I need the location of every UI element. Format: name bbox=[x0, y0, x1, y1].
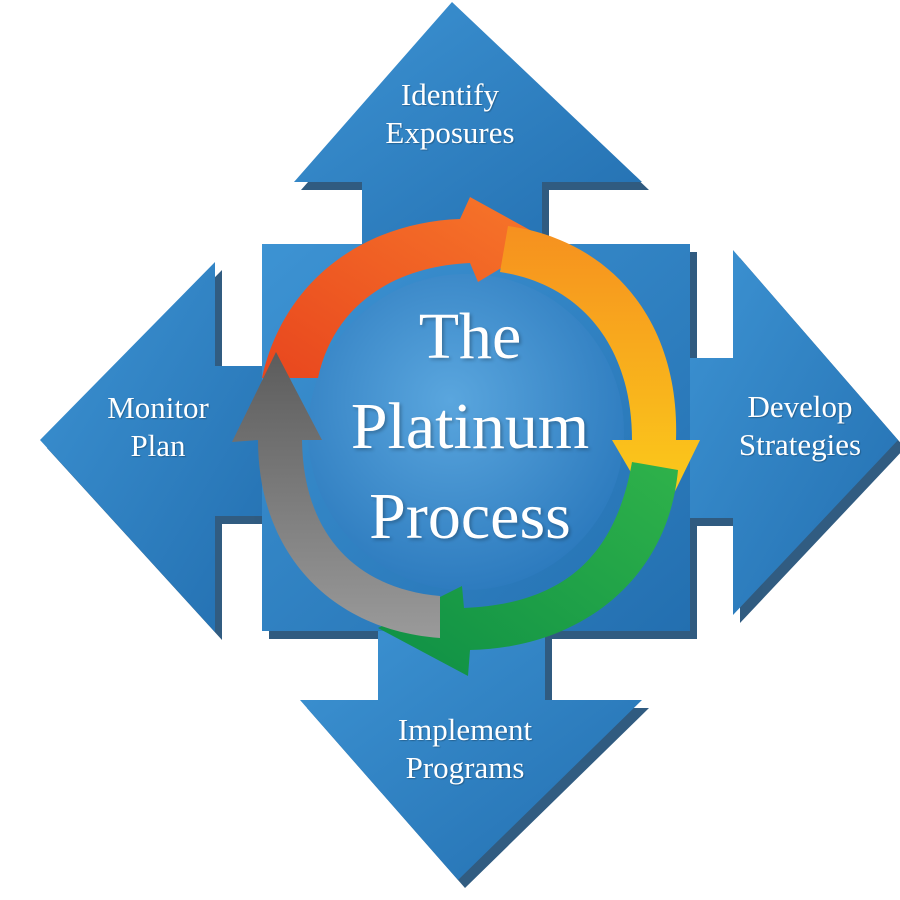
arrow-down-shape bbox=[300, 628, 642, 880]
arrow-left-shape bbox=[40, 262, 262, 632]
label-monitor-plan-line1: Monitor bbox=[107, 390, 209, 425]
center-title-line1: The bbox=[418, 300, 522, 373]
center-title-line3: Process bbox=[369, 479, 571, 553]
label-implement-programs: Implement Programs bbox=[300, 711, 630, 787]
label-monitor-plan-line2: Plan bbox=[130, 427, 186, 463]
label-identify-exposures: Identify Exposures bbox=[300, 76, 600, 152]
center-title-line2: Platinum bbox=[350, 389, 590, 463]
cycle-arrow-yellow bbox=[500, 226, 700, 522]
label-implement-programs-line1: Implement bbox=[397, 712, 533, 747]
arrow-right-shape bbox=[688, 250, 898, 615]
cycle-ring bbox=[232, 197, 700, 676]
cycle-arrow-gray bbox=[232, 352, 440, 638]
label-identify-exposures-line1: Identify bbox=[400, 77, 500, 112]
arrow-up-shape bbox=[294, 2, 642, 246]
label-monitor-plan: Monitor Plan bbox=[58, 389, 258, 465]
cycle-arrow-green bbox=[378, 462, 678, 676]
center-title: The Platinum Process bbox=[310, 292, 630, 561]
label-identify-exposures-line2: Exposures bbox=[385, 114, 515, 150]
center-disc bbox=[308, 274, 624, 590]
cycle-arrow-orange bbox=[262, 197, 548, 378]
label-develop-strategies-line2: Strategies bbox=[738, 426, 862, 462]
label-implement-programs-line2: Programs bbox=[405, 749, 525, 785]
label-develop-strategies: Develop Strategies bbox=[700, 388, 900, 464]
label-develop-strategies-line1: Develop bbox=[747, 389, 853, 424]
